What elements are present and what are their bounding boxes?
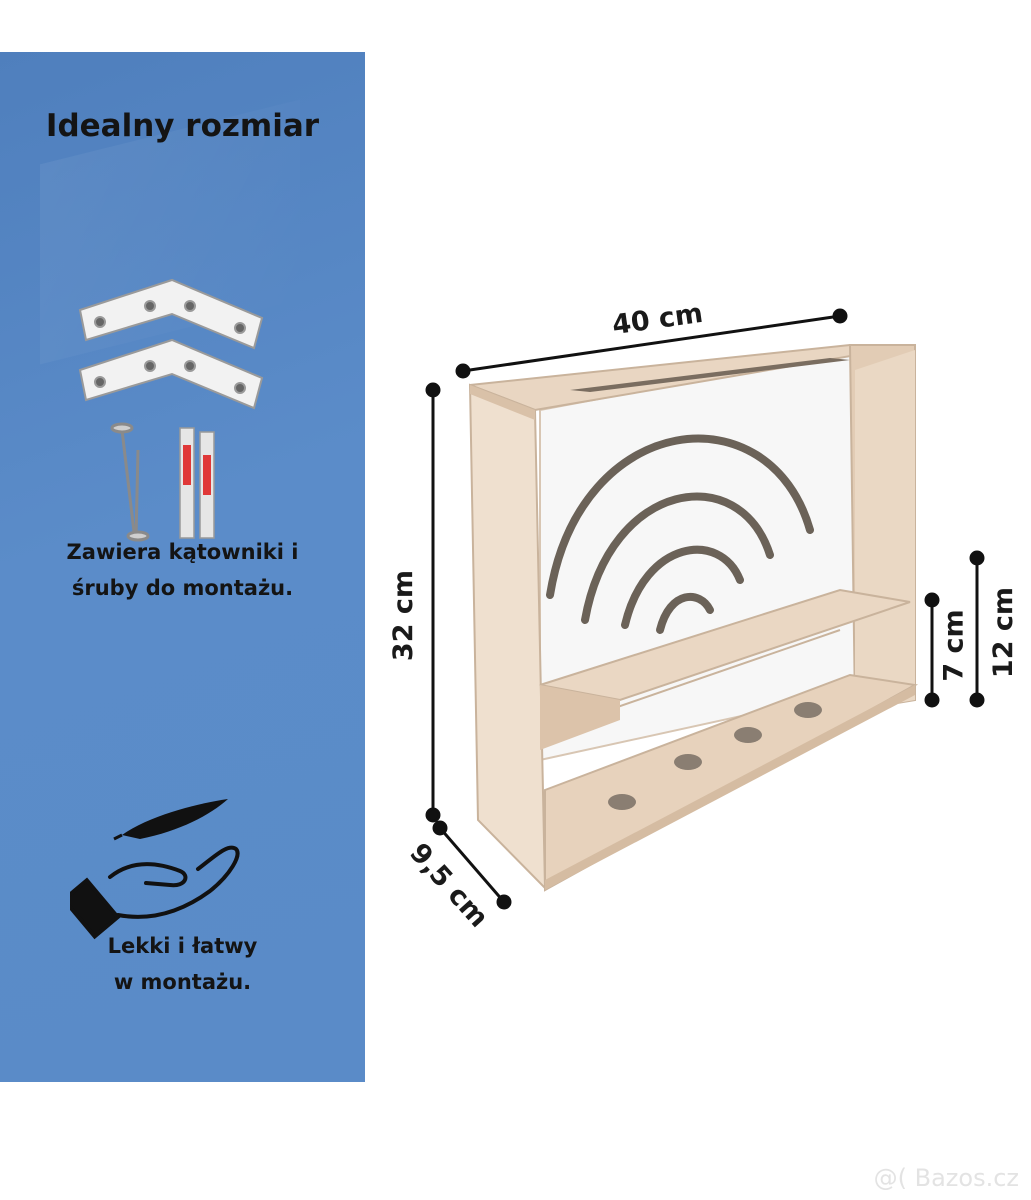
shelf-bottom-holes bbox=[608, 702, 822, 810]
wooden-shelf-product-image bbox=[468, 344, 919, 892]
feature-weight-text: Lekki i łatwy w montażu. bbox=[0, 928, 365, 1000]
angle-bracket-icon bbox=[78, 278, 264, 350]
dimension-height-label: 32 cm bbox=[388, 569, 420, 662]
hand-feather-icon bbox=[70, 799, 240, 940]
angle-bracket-icon bbox=[78, 338, 264, 410]
wall-anchor-icon bbox=[179, 427, 215, 539]
feature-panel bbox=[0, 52, 365, 1082]
panel-heading: Idealny rozmiar bbox=[45, 108, 320, 144]
feature-line: śruby do montażu. bbox=[71, 576, 294, 600]
hand-icon bbox=[70, 845, 240, 940]
dimension-shelf-gap-label: 7 cm bbox=[938, 609, 970, 682]
feature-line: Zawiera kątowniki i bbox=[66, 540, 299, 564]
feature-line: Lekki i łatwy bbox=[107, 934, 258, 958]
screw-icon bbox=[110, 422, 150, 542]
feather-icon bbox=[113, 799, 228, 841]
feature-line: w montażu. bbox=[113, 970, 252, 994]
rainbow-cutout bbox=[546, 434, 814, 634]
feature-hardware-text: Zawiera kątowniki i śruby do montażu. bbox=[0, 534, 365, 606]
watermark-text: @( Bazos.cz bbox=[873, 1164, 1019, 1192]
brackets-and-screws-icon bbox=[78, 278, 264, 542]
dimension-shelf-height-label: 12 cm bbox=[988, 586, 1020, 679]
shelf-middle-notches bbox=[579, 629, 841, 721]
